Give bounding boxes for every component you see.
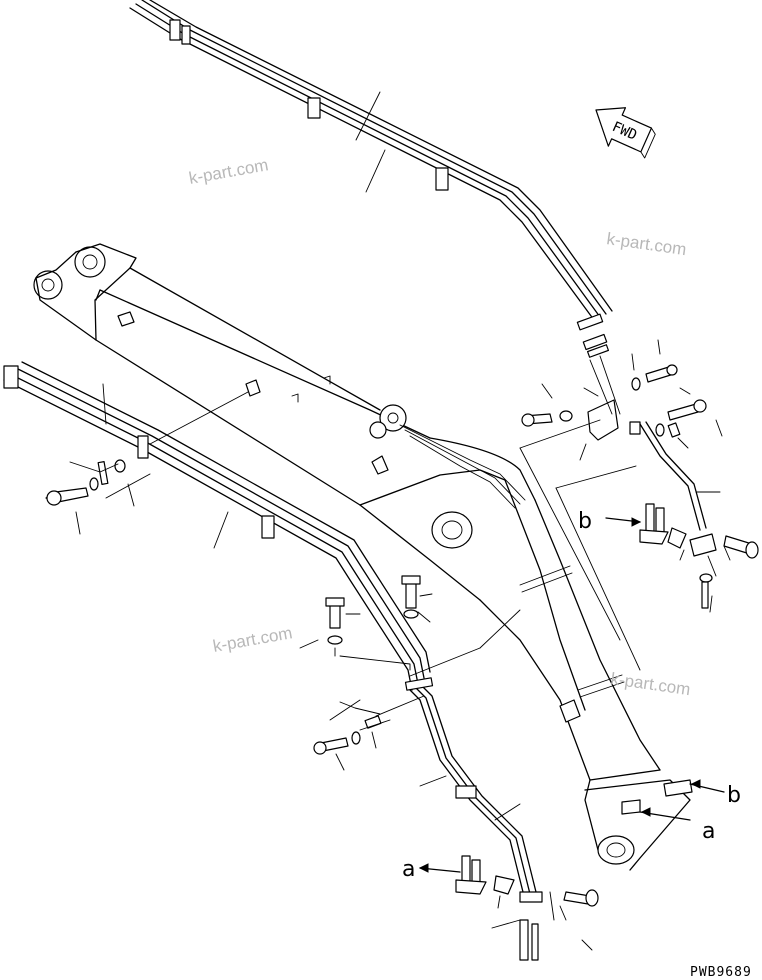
- left-upper-fittings: [45, 459, 151, 535]
- label-b-lower: b: [727, 783, 741, 808]
- label-a-right: a: [702, 819, 715, 844]
- left-pipe-bundle: [3, 361, 431, 691]
- right-lower-fittings: [605, 503, 759, 613]
- pipe-clamp: [169, 19, 181, 41]
- drawing-code: PWB9689: [690, 965, 752, 980]
- middle-left-fittings: [299, 575, 433, 771]
- upper-pipe-bundle: [129, 0, 613, 358]
- pipe-clamp: [181, 25, 191, 45]
- pipe-clamp: [307, 97, 321, 119]
- pipe-clamp: [435, 167, 449, 191]
- right-upper-fittings: [519, 339, 723, 671]
- label-a-left: a: [402, 857, 415, 882]
- fwd-direction-marker: FWD: [595, 107, 656, 159]
- watermark: k-part.com: [187, 155, 269, 188]
- watermark: k-part.com: [609, 669, 691, 699]
- left-lower-pipe-run: [375, 609, 543, 903]
- boom-end-brackets: [621, 779, 725, 821]
- watermark: k-part.com: [605, 229, 687, 259]
- bottom-fittings: [418, 855, 599, 961]
- watermark: k-part.com: [211, 623, 293, 656]
- excavator-boom: [33, 243, 691, 871]
- label-b-upper: b: [578, 509, 592, 534]
